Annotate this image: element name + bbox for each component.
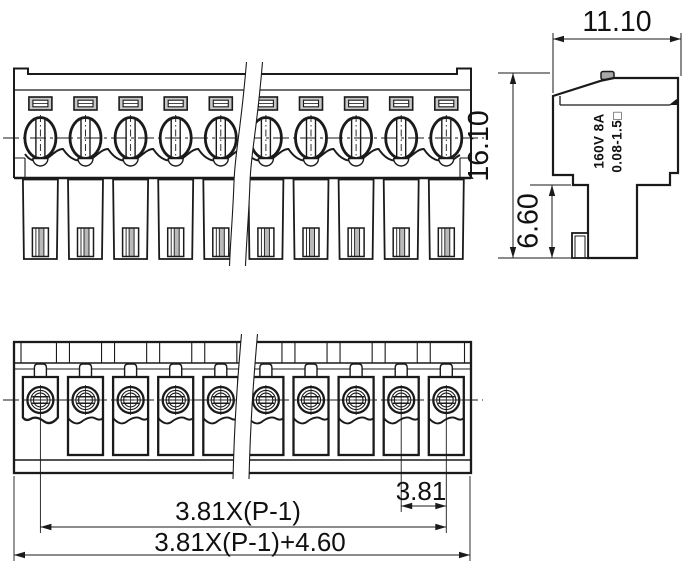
arrow-right (670, 35, 681, 43)
side-funnel-wedge (670, 99, 677, 105)
dimensions: 11.10 16.10 6.60 3.81 (13, 6, 682, 561)
extension-lines (552, 33, 682, 93)
dimension-pitch: 3.81 (396, 402, 447, 533)
arrow-down (548, 247, 556, 258)
dimension-side-width-label: 11.10 (582, 6, 651, 38)
front-break (228, 61, 264, 267)
front-view (3, 61, 484, 267)
dimension-span-label: 3.81X(P-1) (175, 496, 301, 526)
marking-wire-range: 0.08-1.5□ (610, 111, 625, 172)
arrow-right (435, 502, 447, 510)
bottom-position-3 (113, 364, 148, 455)
side-pin (571, 232, 589, 259)
break-line-right (244, 61, 264, 267)
front-right-step (459, 157, 471, 178)
arrow-right (459, 551, 470, 559)
dimension-side-width: 11.10 (552, 6, 682, 93)
marking-rating: 160V 8A (592, 113, 607, 168)
extension-lines (13, 476, 471, 561)
dimension-overall-length-label: 3.81X(P-1)+4.60 (154, 527, 346, 557)
break-line-left (228, 61, 248, 267)
arrow-left (401, 502, 413, 510)
arrow-up (509, 73, 517, 84)
break-line-left (232, 333, 243, 480)
bottom-break (232, 333, 259, 480)
arrow-left (40, 523, 52, 531)
arrow-up (548, 185, 556, 196)
arrow-left (14, 551, 25, 559)
bottom-position-5 (203, 364, 238, 455)
break-gap (229, 62, 263, 266)
bottom-position-2 (68, 364, 103, 455)
dimension-span: 3.81X(P-1) (39, 402, 447, 533)
dimension-plug-height: 6.60 (513, 184, 571, 258)
dimension-total-height: 16.10 (463, 72, 586, 259)
extension-lines (400, 402, 447, 533)
arrow-left (553, 35, 564, 43)
dimension-overall-length: 3.81X(P-1)+4.60 (13, 476, 471, 561)
bottom-position-4 (158, 364, 193, 455)
break-line-right (248, 333, 259, 480)
bottom-position-8 (339, 364, 374, 455)
dimension-plug-height-label: 6.60 (513, 193, 545, 248)
bottom-position-7 (294, 364, 329, 455)
side-view: 160V 8A 0.08-1.5□ (551, 70, 680, 260)
front-left-step (14, 157, 26, 178)
arrow-right (435, 523, 447, 531)
arrow-down (509, 247, 517, 258)
dimension-total-height-label: 16.10 (463, 110, 495, 181)
bottom-view (3, 333, 483, 480)
side-body-outline (551, 76, 680, 260)
dimension-pitch-label: 3.81 (396, 476, 447, 506)
bottom-end-walls (20, 342, 466, 363)
